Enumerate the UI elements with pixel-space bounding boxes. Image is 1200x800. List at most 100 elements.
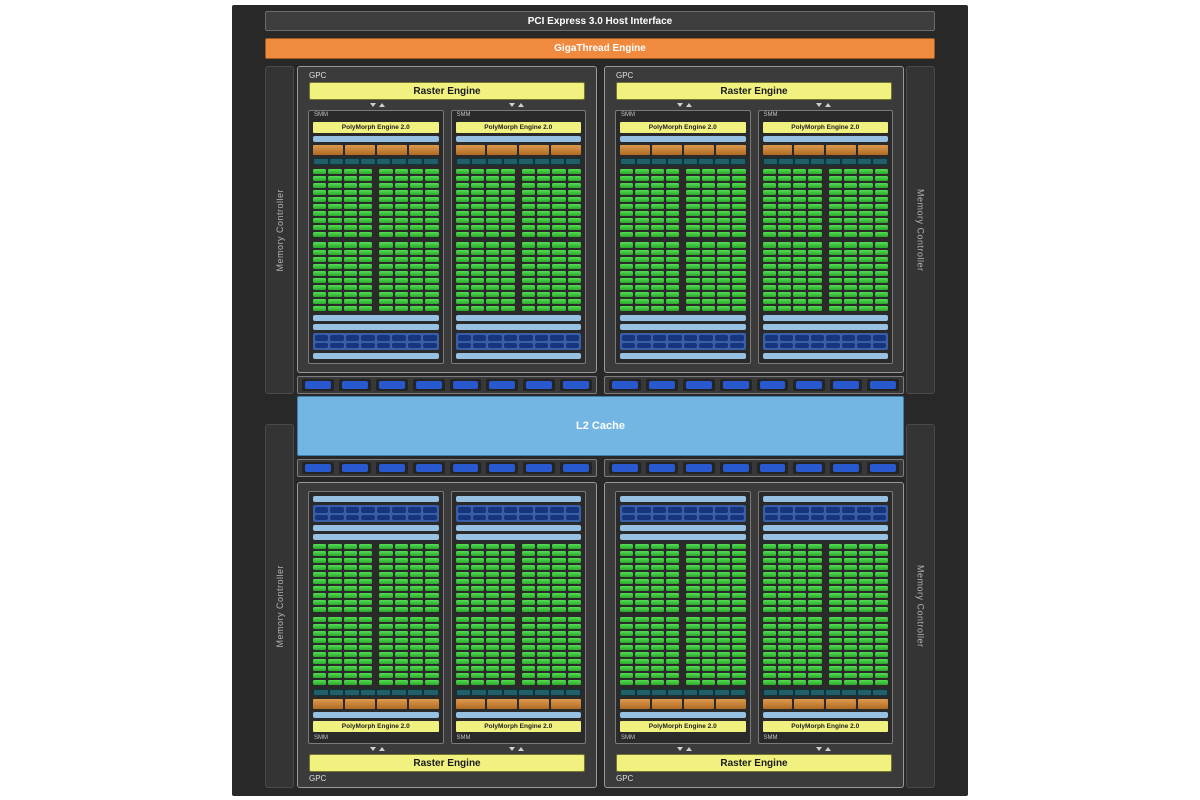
- warp-scheduler-segment: [762, 699, 793, 709]
- cuda-core: [777, 169, 792, 175]
- cuda-core: [874, 270, 888, 276]
- cuda-core: [501, 291, 515, 297]
- cuda-core: [501, 673, 515, 678]
- warp-scheduler-segment: [651, 145, 682, 155]
- cuda-core: [828, 579, 843, 584]
- cuda-core: [470, 638, 485, 643]
- texture-unit-segment: [841, 159, 856, 164]
- warp-scheduler-segment: [683, 145, 714, 155]
- core-column-gap: [681, 190, 684, 195]
- cuda-core: [844, 624, 858, 629]
- cuda-core: [425, 617, 439, 622]
- cuda-core: [635, 607, 649, 612]
- cuda-core: [470, 305, 485, 311]
- cuda-core: [650, 638, 664, 643]
- cuda-core-row: [620, 617, 746, 622]
- cuda-core: [313, 551, 327, 556]
- cuda-core-row: [620, 666, 746, 671]
- texture-cache-bar: [620, 353, 746, 359]
- cuda-core: [394, 190, 408, 196]
- rop-pill-slot: [375, 462, 408, 474]
- core-column-gap: [374, 306, 377, 311]
- core-column-gap: [374, 204, 377, 209]
- cuda-core: [874, 600, 888, 605]
- cuda-core: [732, 263, 746, 269]
- warp-scheduler-segment: [858, 145, 888, 155]
- cuda-core: [828, 617, 843, 622]
- cuda-core: [470, 558, 485, 563]
- cuda-core: [567, 631, 581, 636]
- cuda-core: [650, 593, 664, 598]
- cuda-core: [313, 593, 327, 598]
- texture-unit-segment: [314, 690, 328, 695]
- texture-unit-segment: [730, 690, 745, 695]
- cuda-core: [501, 652, 515, 657]
- core-column-gap: [374, 617, 377, 622]
- cuda-core: [620, 617, 634, 622]
- cuda-core: [409, 593, 424, 598]
- cuda-core: [537, 586, 551, 591]
- cuda-core: [844, 586, 858, 591]
- memory-controller-left-top: Memory Controller: [265, 66, 294, 394]
- instruction-cache-bar: [762, 136, 888, 142]
- cuda-core: [732, 305, 746, 311]
- cuda-core: [701, 631, 715, 636]
- cuda-core: [859, 176, 873, 182]
- core-column-gap: [374, 600, 377, 605]
- cuda-core: [343, 659, 357, 664]
- cuda-core: [455, 600, 469, 605]
- cuda-core: [828, 218, 843, 224]
- warp-scheduler-segment: [487, 699, 518, 709]
- cuda-core: [874, 204, 888, 210]
- cuda-core: [455, 673, 469, 678]
- cuda-core: [343, 673, 357, 678]
- cuda-core: [777, 558, 792, 563]
- cuda-core-row: [762, 631, 888, 636]
- core-column-gap: [517, 607, 520, 612]
- cuda-core: [665, 586, 680, 591]
- cuda-core: [521, 197, 536, 203]
- cuda-core: [521, 544, 536, 549]
- cuda-core-row: [455, 256, 581, 262]
- rop-pill: [759, 464, 786, 472]
- cuda-core: [521, 607, 536, 612]
- cuda-core: [701, 249, 715, 255]
- rop-pill: [648, 381, 675, 389]
- cuda-core: [425, 183, 439, 189]
- cuda-core: [470, 551, 485, 556]
- core-column-gap: [517, 257, 520, 262]
- cuda-core: [537, 579, 551, 584]
- core-column-gap: [374, 544, 377, 549]
- smm-label: SMM: [621, 735, 635, 741]
- cuda-core: [777, 176, 792, 182]
- cuda-core: [716, 607, 731, 612]
- raster-engine-bar: Raster Engine: [616, 82, 892, 100]
- register-file-bar: [620, 315, 746, 321]
- texture-unit-row: [620, 158, 746, 165]
- cuda-core: [521, 232, 536, 238]
- cuda-core: [874, 256, 888, 262]
- cuda-core: [567, 565, 581, 570]
- core-column-gap: [374, 169, 377, 174]
- cuda-core-row: [313, 263, 439, 269]
- cuda-core: [409, 680, 424, 685]
- cuda-core: [343, 652, 357, 657]
- cuda-core: [328, 232, 342, 238]
- cuda-core: [808, 249, 822, 255]
- cuda-core: [470, 225, 485, 231]
- cuda-core-row: [313, 291, 439, 297]
- texture-unit-row: [762, 158, 888, 165]
- cuda-core: [732, 631, 746, 636]
- cuda-core: [521, 645, 536, 650]
- cuda-core: [844, 305, 858, 311]
- cuda-core: [732, 565, 746, 570]
- warp-scheduler-segment: [455, 699, 486, 709]
- cuda-core: [808, 298, 822, 304]
- cuda-core: [777, 572, 792, 577]
- core-column-gap: [681, 278, 684, 283]
- cuda-core: [343, 638, 357, 643]
- cuda-core: [552, 211, 566, 217]
- cuda-core: [567, 176, 581, 182]
- cuda-core: [701, 176, 715, 182]
